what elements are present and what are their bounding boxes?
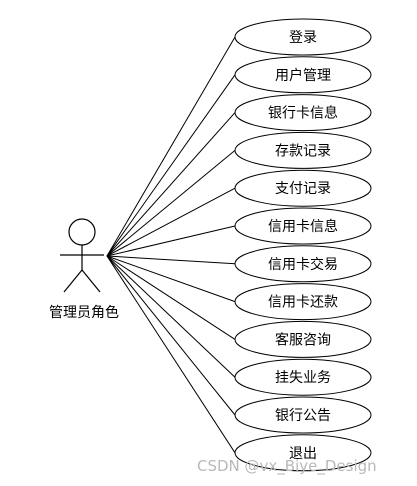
use-case-label: 存款记录 <box>275 143 331 159</box>
use-case-ellipse <box>234 18 372 56</box>
use-case-ellipse <box>234 56 372 94</box>
use-case: 信用卡交易 <box>234 245 372 283</box>
use-case: 用户管理 <box>234 56 372 94</box>
association-line <box>106 150 236 257</box>
use-case-ellipse <box>234 94 372 132</box>
use-case-label: 银行卡信息 <box>268 105 338 122</box>
association-line <box>106 255 236 378</box>
use-case-ellipse <box>234 207 372 245</box>
use-case-label: 退出 <box>289 446 317 462</box>
watermark: CSDN @vx_Biye_Design <box>197 457 377 476</box>
association-line <box>106 255 236 454</box>
use-case-label: 挂失业务 <box>275 370 331 386</box>
association-line <box>106 36 236 257</box>
use-case-ellipse <box>234 358 372 396</box>
use-case-ellipse <box>234 169 372 207</box>
use-case-list: 登录用户管理银行卡信息存款记录支付记录信用卡信息信用卡交易信用卡还款客服咨询挂失… <box>234 18 372 472</box>
actor-admin: 管理员角色 <box>49 218 119 321</box>
use-case: 登录 <box>234 18 372 56</box>
use-case-label: 客服咨询 <box>275 331 331 348</box>
use-case-label: 信用卡还款 <box>268 295 338 311</box>
use-case-ellipse <box>234 396 372 434</box>
association-line <box>106 74 236 257</box>
use-case-label: 银行公告 <box>275 408 331 424</box>
use-case-label: 信用卡信息 <box>268 218 338 235</box>
actor-label: 管理员角色 <box>49 304 119 321</box>
association-line <box>106 255 236 265</box>
use-case-label: 登录 <box>289 30 317 46</box>
use-case: 支付记录 <box>234 169 372 207</box>
association-line <box>106 255 236 416</box>
association-line <box>106 225 236 257</box>
association-line <box>106 255 236 303</box>
association-line <box>106 255 236 340</box>
association-line <box>106 187 236 257</box>
actor-leg-right <box>81 269 101 293</box>
use-case: 银行卡信息 <box>234 94 372 132</box>
use-case: 存款记录 <box>234 131 372 169</box>
use-case-label: 支付记录 <box>275 181 331 197</box>
actor-leg-left <box>63 269 83 293</box>
use-case: 客服咨询 <box>234 320 372 358</box>
use-case-ellipse <box>234 320 372 358</box>
use-case: 信用卡还款 <box>234 283 372 321</box>
use-case: 银行公告 <box>234 396 372 434</box>
use-case-label: 用户管理 <box>275 67 331 84</box>
use-case: 信用卡信息 <box>234 207 372 245</box>
use-case-ellipse <box>234 245 372 283</box>
actor-head-icon <box>68 218 96 246</box>
use-case-label: 信用卡交易 <box>268 256 338 273</box>
use-case-ellipse <box>234 283 372 321</box>
use-case: 退出 <box>234 434 372 472</box>
use-case-ellipse <box>234 434 372 472</box>
use-case-ellipse <box>234 131 372 169</box>
association-lines <box>106 36 236 454</box>
use-case: 挂失业务 <box>234 358 372 396</box>
association-line <box>106 112 236 257</box>
